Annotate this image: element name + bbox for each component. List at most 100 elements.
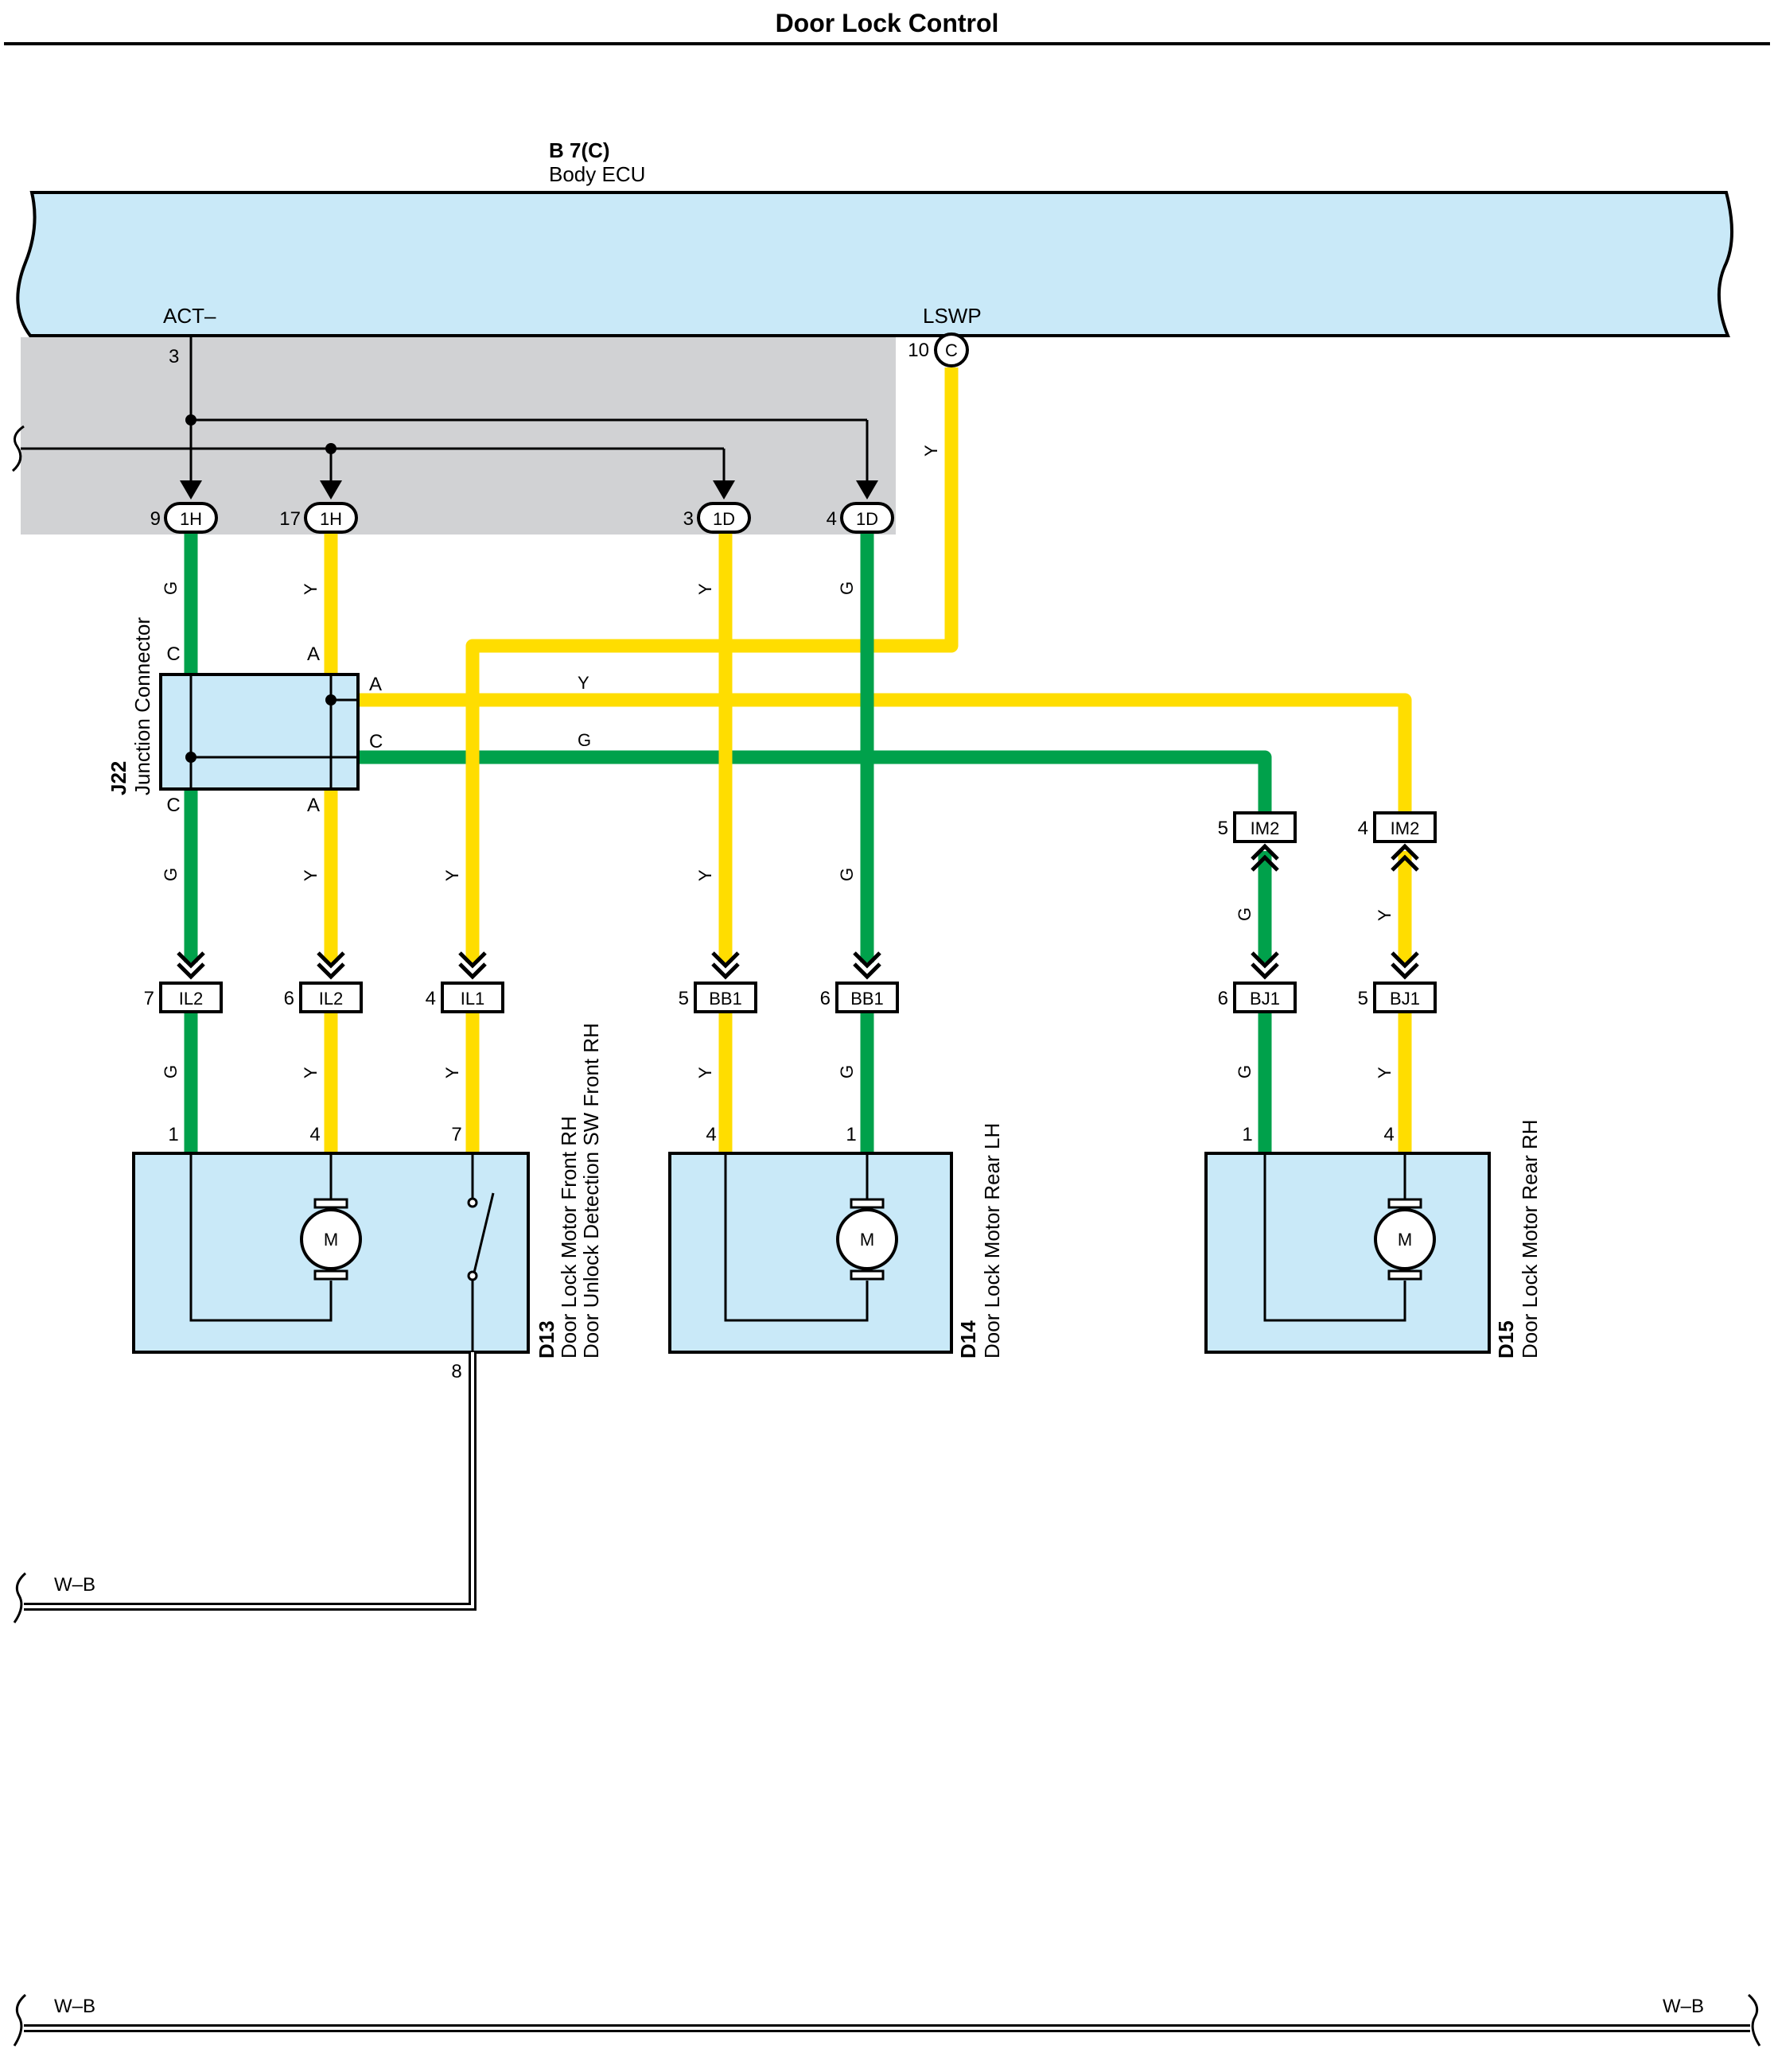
svg-text:IM2: IM2: [1391, 818, 1420, 838]
splice-dot: [185, 752, 196, 763]
svg-text:Y: Y: [301, 583, 321, 595]
j22-pin-a-bottom: A: [307, 795, 320, 816]
body-ecu-box: [16, 191, 1733, 337]
vertical-wire-color-labels: G Y Y G Y G Y Y Y G G Y G Y Y Y G G Y: [161, 445, 1395, 1079]
svg-text:5: 5: [1218, 818, 1228, 839]
svg-text:D15: D15: [1494, 1320, 1518, 1359]
svg-text:IM2: IM2: [1251, 818, 1280, 838]
svg-text:BJ1: BJ1: [1390, 989, 1420, 1009]
motor-icon: [1374, 1208, 1436, 1270]
svg-text:6: 6: [820, 988, 831, 1009]
svg-text:Y: Y: [442, 869, 462, 881]
component-d15: M 1 4 D15 Door Lock Motor Rear RH: [1204, 1119, 1542, 1359]
svg-text:M: M: [1398, 1230, 1412, 1250]
connector-il2-6: IL2 6: [284, 951, 363, 1013]
connector-bb1-5: BB1 5: [679, 951, 757, 1013]
svg-text:4: 4: [309, 1124, 320, 1145]
svg-text:G: G: [161, 581, 181, 595]
ground-wire-d13: [24, 1352, 477, 1611]
connector-1d-4: 1D 4: [827, 502, 894, 534]
svg-text:5: 5: [679, 988, 689, 1009]
svg-text:G: G: [837, 581, 857, 595]
svg-text:4: 4: [1358, 818, 1368, 839]
svg-text:G: G: [161, 868, 181, 881]
connector-il2-7: IL2 7: [144, 951, 223, 1013]
svg-text:1H: 1H: [180, 509, 202, 529]
ecu-terminal-lswp: LSWP: [923, 304, 982, 328]
svg-text:M: M: [324, 1230, 338, 1250]
motor-icon: [300, 1208, 362, 1270]
component-d14: M 4 1 D14 Door Lock Motor Rear LH: [668, 1123, 1004, 1359]
svg-text:4: 4: [1383, 1124, 1394, 1145]
connector-1d-3: 1D 3: [683, 502, 751, 534]
break-mark-ground: [13, 1572, 27, 1623]
page-title: Door Lock Control: [776, 9, 999, 37]
connector-im2-5: IM2 5: [1218, 811, 1297, 872]
j22-code: J22: [107, 761, 130, 795]
svg-text:Y: Y: [301, 869, 321, 881]
wire-color-wb-bottom-left: W–B: [54, 1996, 95, 2017]
break-mark-bottom-left: [13, 1993, 27, 2047]
splice-dot: [185, 414, 196, 426]
svg-text:Y: Y: [1375, 909, 1395, 921]
j22-pin-a-top: A: [307, 643, 320, 665]
svg-text:G: G: [837, 868, 857, 881]
yellow-wires: [324, 367, 1412, 1152]
svg-text:Y: Y: [442, 1067, 462, 1079]
svg-text:Y: Y: [921, 445, 941, 457]
svg-text:IL2: IL2: [179, 989, 204, 1009]
connector-bj1-5: BJ1 5: [1358, 951, 1437, 1013]
svg-text:4: 4: [426, 988, 436, 1009]
lswp-connector: [934, 332, 969, 367]
svg-text:Y: Y: [1375, 1067, 1395, 1079]
component-d13: M 1 4 7 8 D13 Door Lock Motor Front RH D…: [132, 1023, 603, 1382]
svg-text:4: 4: [706, 1124, 716, 1145]
svg-text:6: 6: [1218, 988, 1228, 1009]
ecu-terminal-act: ACT–: [163, 304, 216, 328]
j22-pin-c-top: C: [166, 643, 180, 665]
lswp-connector-code: C: [945, 340, 958, 360]
j22-pin-c-right: C: [369, 731, 383, 752]
svg-text:D14: D14: [956, 1320, 980, 1359]
ecu-code: B 7(C): [549, 138, 610, 162]
svg-text:G: G: [161, 1065, 181, 1079]
break-mark-left: [11, 425, 25, 472]
svg-text:Y: Y: [695, 869, 715, 881]
svg-text:1D: 1D: [713, 509, 735, 529]
wire-color-y-horiz: Y: [578, 673, 589, 693]
connector-bj1-6: BJ1 6: [1218, 951, 1297, 1013]
down-arrows: [180, 480, 878, 500]
svg-text:Door Unlock Detection SW Front: Door Unlock Detection SW Front RH: [579, 1023, 603, 1359]
svg-text:Y: Y: [695, 583, 715, 595]
svg-text:Door Lock Motor Rear LH: Door Lock Motor Rear LH: [980, 1123, 1004, 1359]
splice-dot: [325, 443, 337, 454]
j22-pin-a-right: A: [369, 674, 382, 695]
svg-text:Door Lock Motor Front RH: Door Lock Motor Front RH: [557, 1116, 581, 1359]
break-mark-bottom-right: [1747, 1993, 1761, 2047]
connector-im2-4: IM2 4: [1358, 811, 1437, 872]
svg-text:G: G: [837, 1065, 857, 1079]
svg-text:17: 17: [279, 508, 301, 530]
svg-text:5: 5: [1358, 988, 1368, 1009]
svg-text:7: 7: [451, 1124, 461, 1145]
svg-text:1: 1: [1242, 1124, 1252, 1145]
svg-text:3: 3: [683, 508, 694, 530]
svg-text:6: 6: [284, 988, 294, 1009]
connector-1h-17: 1H 17: [279, 502, 358, 534]
svg-text:G: G: [1235, 1065, 1255, 1079]
svg-text:D13: D13: [535, 1320, 558, 1359]
svg-text:Y: Y: [695, 1067, 715, 1079]
svg-text:IL2: IL2: [319, 989, 344, 1009]
connector-bb1-6: BB1 6: [820, 951, 899, 1013]
svg-text:1: 1: [168, 1124, 178, 1145]
svg-text:1D: 1D: [856, 509, 878, 529]
junction-connector-j22: [159, 673, 360, 791]
svg-text:1H: 1H: [320, 509, 342, 529]
svg-text:Y: Y: [301, 1067, 321, 1079]
svg-text:G: G: [1235, 908, 1255, 921]
connector-il1-4: IL1 4: [426, 951, 504, 1013]
splice-dot: [325, 694, 337, 706]
switch-icon: [467, 1197, 478, 1208]
svg-text:BB1: BB1: [709, 989, 742, 1009]
